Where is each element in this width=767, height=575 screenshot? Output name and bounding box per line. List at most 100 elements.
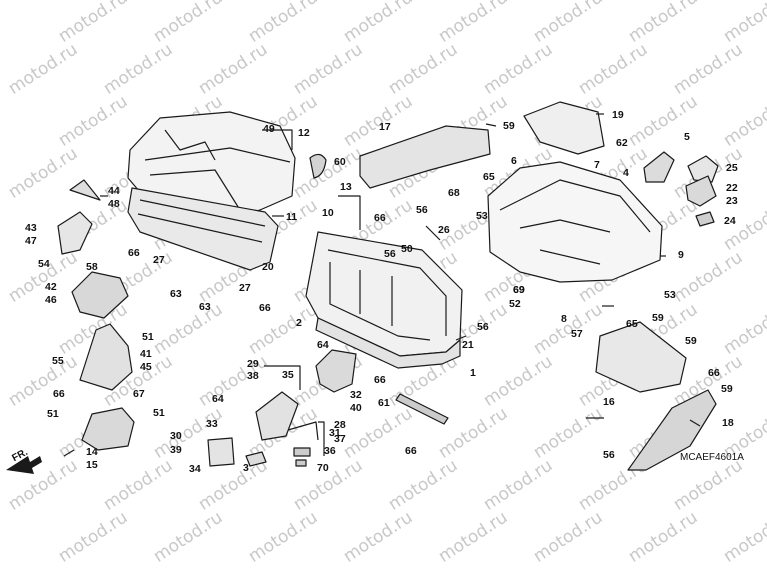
part-callout-41: 41 bbox=[140, 348, 152, 360]
part-callout-56: 56 bbox=[603, 449, 615, 461]
part-callout-58: 58 bbox=[86, 261, 98, 273]
part-cover-18 bbox=[627, 389, 717, 471]
part-24 bbox=[695, 211, 715, 227]
part-callout-53: 53 bbox=[476, 210, 488, 222]
part-callout-36: 36 bbox=[324, 445, 336, 457]
part-callout-48: 48 bbox=[108, 198, 120, 210]
part-callout-54: 54 bbox=[38, 258, 50, 270]
part-callout-13: 13 bbox=[340, 181, 352, 193]
part-36 bbox=[293, 447, 311, 457]
part-44-48 bbox=[69, 179, 101, 201]
part-30-39 bbox=[207, 437, 235, 467]
part-callout-66: 66 bbox=[374, 212, 386, 224]
part-4 bbox=[643, 151, 675, 183]
part-callout-38: 38 bbox=[247, 370, 259, 382]
part-32-40 bbox=[315, 349, 357, 393]
part-callout-23: 23 bbox=[726, 195, 738, 207]
part-bracket-16 bbox=[595, 321, 687, 393]
part-callout-27: 27 bbox=[239, 282, 251, 294]
part-43-47 bbox=[57, 211, 93, 255]
part-callout-21: 21 bbox=[462, 339, 474, 351]
part-callout-18: 18 bbox=[722, 417, 734, 429]
part-callout-50: 50 bbox=[401, 243, 413, 255]
part-callout-37: 37 bbox=[334, 433, 346, 445]
part-callout-24: 24 bbox=[724, 215, 736, 227]
part-callout-59: 59 bbox=[652, 312, 664, 324]
part-callout-59: 59 bbox=[721, 383, 733, 395]
part-callout-66: 66 bbox=[708, 367, 720, 379]
part-callout-55: 55 bbox=[52, 355, 64, 367]
part-callout-31: 31 bbox=[329, 427, 341, 439]
part-lower-box-11 bbox=[127, 187, 279, 271]
part-callout-51: 51 bbox=[142, 331, 154, 343]
part-callout-8: 8 bbox=[561, 313, 567, 325]
part-rod-61 bbox=[395, 393, 449, 425]
part-callout-7: 7 bbox=[594, 159, 600, 171]
part-callout-2: 2 bbox=[296, 317, 302, 329]
part-callout-69: 69 bbox=[513, 284, 525, 296]
fr-arrow-shape bbox=[6, 456, 42, 474]
part-callout-5: 5 bbox=[684, 131, 690, 143]
part-callout-26: 26 bbox=[438, 224, 450, 236]
part-callout-59: 59 bbox=[503, 120, 515, 132]
part-22-23 bbox=[685, 175, 717, 207]
part-top-cover-12 bbox=[127, 111, 296, 221]
part-callout-1: 1 bbox=[470, 367, 476, 379]
part-callout-12: 12 bbox=[298, 127, 310, 139]
part-callout-20: 20 bbox=[262, 261, 274, 273]
part-callout-66: 66 bbox=[53, 388, 65, 400]
part-frame-13 bbox=[305, 231, 463, 357]
part-callout-51: 51 bbox=[153, 407, 165, 419]
part-callout-62: 62 bbox=[616, 137, 628, 149]
part-callout-17: 17 bbox=[379, 121, 391, 133]
part-callout-51: 51 bbox=[47, 408, 59, 420]
part-cover-19 bbox=[523, 101, 605, 155]
part-callout-16: 16 bbox=[603, 396, 615, 408]
part-callout-46: 46 bbox=[45, 294, 57, 306]
part-lid-17 bbox=[359, 125, 491, 189]
part-callout-67: 67 bbox=[133, 388, 145, 400]
part-callout-47: 47 bbox=[25, 235, 37, 247]
part-callout-9: 9 bbox=[678, 249, 684, 261]
part-callout-61: 61 bbox=[378, 397, 390, 409]
part-callout-66: 66 bbox=[405, 445, 417, 457]
part-callout-63: 63 bbox=[170, 288, 182, 300]
part-28-37 bbox=[255, 391, 299, 441]
part-callout-49: 49 bbox=[263, 123, 275, 135]
part-31 bbox=[287, 421, 319, 441]
part-41-45 bbox=[79, 323, 133, 391]
part-callout-35: 35 bbox=[282, 369, 294, 381]
part-callout-6: 6 bbox=[511, 155, 517, 167]
part-callout-40: 40 bbox=[350, 402, 362, 414]
part-callout-65: 65 bbox=[626, 318, 638, 330]
part-callout-4: 4 bbox=[623, 167, 629, 179]
part-callout-11: 11 bbox=[286, 211, 298, 223]
part-callout-25: 25 bbox=[726, 162, 738, 174]
part-callout-42: 42 bbox=[45, 281, 57, 293]
diagram-code: MCAEF4601A bbox=[680, 452, 744, 463]
part-70 bbox=[295, 459, 307, 467]
part-callout-45: 45 bbox=[140, 361, 152, 373]
part-callout-60: 60 bbox=[334, 156, 346, 168]
part-callout-59: 59 bbox=[685, 335, 697, 347]
part-callout-32: 32 bbox=[350, 389, 362, 401]
part-callout-22: 22 bbox=[726, 182, 738, 194]
part-25 bbox=[687, 155, 719, 183]
part-callout-34: 34 bbox=[189, 463, 201, 475]
part-callout-39: 39 bbox=[170, 444, 182, 456]
part-callout-63: 63 bbox=[199, 301, 211, 313]
part-callout-44: 44 bbox=[108, 185, 120, 197]
part-callout-64: 64 bbox=[317, 339, 329, 351]
part-callout-66: 66 bbox=[374, 374, 386, 386]
part-60 bbox=[309, 153, 327, 179]
part-callout-64: 64 bbox=[212, 393, 224, 405]
part-callout-68: 68 bbox=[448, 187, 460, 199]
part-callout-33: 33 bbox=[206, 418, 218, 430]
part-callout-66: 66 bbox=[128, 247, 140, 259]
part-callout-53: 53 bbox=[664, 289, 676, 301]
part-callout-56: 56 bbox=[384, 248, 396, 260]
part-callout-10: 10 bbox=[322, 207, 334, 219]
part-callout-52: 52 bbox=[509, 298, 521, 310]
